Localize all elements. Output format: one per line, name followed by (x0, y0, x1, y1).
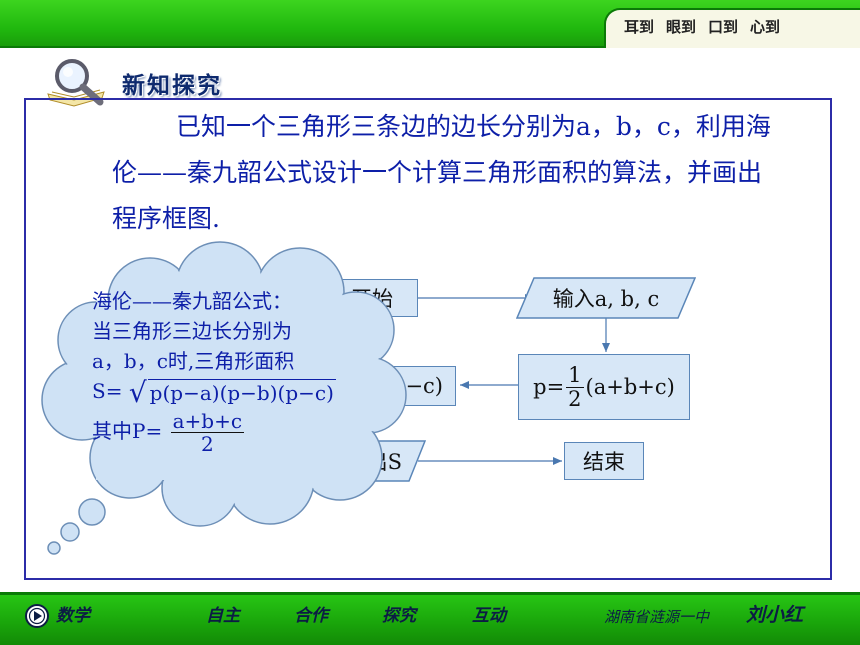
slogan-eyes: 眼到 (666, 18, 697, 36)
flow-input-label: 输入a, b, c (552, 287, 660, 311)
slogan-heart: 心到 (750, 18, 781, 36)
flow-p-denominator: 2 (568, 386, 582, 411)
section-title: 新知探究 (122, 72, 222, 99)
flow-end: 结束 (564, 442, 644, 480)
flow-p-numerator: 1 (566, 362, 584, 388)
problem-statement: 已知一个三角形三条边的边长分别为a，b，c，利用海伦——秦九韶公式设计一个计算三… (112, 112, 771, 233)
slogan-tab (604, 8, 860, 48)
sqrt-icon: √ (128, 375, 147, 409)
footer-school: 湖南省涟源一中 (604, 608, 710, 626)
cloud-p-denominator: 2 (200, 431, 214, 456)
flow-compute-p: p= 1 2 (a+b+c) (518, 354, 690, 420)
flow-end-label: 结束 (583, 450, 625, 474)
content-frame (24, 98, 832, 580)
footer-subject[interactable]: 数学 (56, 606, 90, 626)
cloud-line-area-formula: S= √ p(p−a)(p−b)(p−c) (92, 376, 382, 407)
flow-p-fraction: 1 2 (566, 362, 584, 411)
cloud-s-radicand: p(p−a)(p−b)(p−c) (147, 379, 336, 405)
footer-nav-cooperate[interactable]: 合作 (294, 606, 328, 626)
footer-nav-interact[interactable]: 互动 (472, 606, 506, 626)
flow-input: 输入a, b, c (516, 277, 696, 319)
slogan-mouth: 口到 (708, 18, 739, 36)
flow-p-prefix: p= (533, 375, 565, 399)
cloud-line-title: 海伦——秦九韶公式： (92, 289, 292, 313)
flow-input-shape (516, 277, 696, 319)
cloud-sqrt: √ p(p−a)(p−b)(p−c) (128, 375, 336, 409)
cloud-p-numerator: a+b+c (170, 408, 245, 433)
top-bar-rule (0, 46, 604, 48)
footer-author: 刘小红 (746, 604, 804, 626)
slogan-list: 耳到 眼到 口到 心到 (624, 16, 780, 37)
cloud-formula-text: 海伦——秦九韶公式： 当三角形三边长分别为 a，b，c时,三角形面积 S= √ … (92, 286, 382, 454)
footer-nav-independent[interactable]: 自主 (206, 606, 240, 626)
footer-nav-explore[interactable]: 探究 (382, 606, 416, 626)
slogan-ears: 耳到 (624, 18, 655, 36)
cloud-line-p-formula: 其中P= a+b+c 2 (92, 411, 382, 454)
cloud-p-prefix: 其中P= (92, 418, 163, 443)
bottom-bar (0, 592, 860, 645)
cloud-line-condition: 当三角形三边长分别为 (92, 319, 292, 343)
cloud-line-sides: a，b，c时,三角形面积 (92, 349, 295, 373)
play-icon[interactable] (24, 603, 50, 629)
cloud-s-prefix: S= (92, 379, 123, 403)
flow-p-suffix: (a+b+c) (585, 375, 675, 399)
cloud-p-fraction: a+b+c 2 (170, 408, 245, 456)
